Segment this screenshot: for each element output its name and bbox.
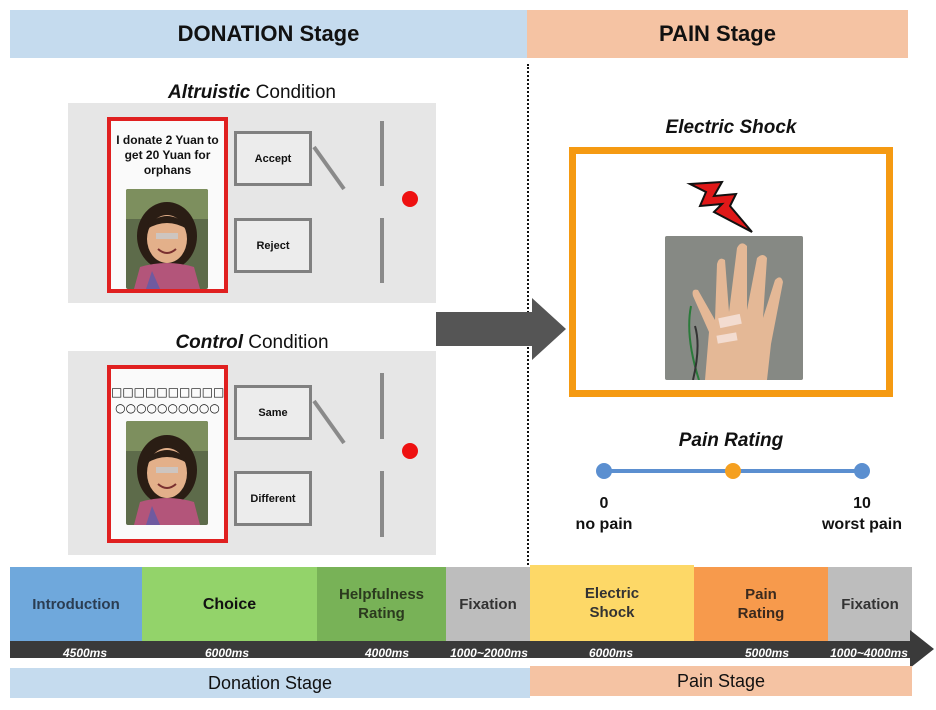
scale-right-text: worst pain <box>821 516 902 533</box>
scale-right-label: 10 worst pain <box>812 493 912 535</box>
segment-line-1: Electric <box>584 585 640 602</box>
duration-fixation-2: 1000~4000ms <box>830 646 908 660</box>
electric-shock-frame <box>569 147 893 397</box>
child-photo <box>126 421 208 525</box>
altruistic-condition-title: Altruistic Condition <box>68 82 436 104</box>
lightning-bolt-icon <box>686 180 753 233</box>
selection-diagonal-line <box>312 399 346 445</box>
segment-line-1: Pain <box>745 586 777 603</box>
scale-left-label: 0 no pain <box>566 493 642 535</box>
altruistic-card: I donate 2 Yuan to get 20 Yuan for orpha… <box>107 117 228 293</box>
fixation-dot <box>402 443 418 459</box>
donation-stage-footer: Donation Stage <box>10 668 530 698</box>
timeline-segment-fixation-1: Fixation <box>446 567 530 641</box>
circles-row: ○○○○○○○○○○ <box>115 401 220 415</box>
electric-shock-title: Electric Shock <box>665 117 797 138</box>
control-condition-title: Control Condition <box>68 332 436 354</box>
fixation-dot <box>402 191 418 207</box>
scale-left-text: no pain <box>575 516 633 533</box>
duration-pain-rating: 5000ms <box>744 646 790 660</box>
scale-end-left <box>596 463 612 479</box>
timeline-segment-fixation-2: Fixation <box>828 567 912 641</box>
duration-electric-shock: 6000ms <box>588 646 634 660</box>
scale-right-number: 10 <box>853 495 871 512</box>
accept-option: Accept <box>234 131 312 186</box>
feedback-bar-bottom <box>380 471 384 537</box>
timeline-segment-choice: Choice <box>142 567 317 641</box>
duration-fixation-1: 1000~2000ms <box>450 646 528 660</box>
feedback-bar-bottom <box>380 218 384 283</box>
segment-line-2: Shock <box>589 604 635 621</box>
altruistic-condition-emph: Altruistic <box>168 82 251 103</box>
control-condition-emph: Control <box>175 332 243 353</box>
squares-row: □□□□□□□□□□ <box>111 385 225 399</box>
scale-left-number: 0 <box>599 495 609 512</box>
same-option: Same <box>234 385 312 440</box>
altruistic-card-text: I donate 2 Yuan to get 20 Yuan for orpha… <box>116 133 219 177</box>
pain-rating-scale <box>596 463 870 479</box>
hand-photo <box>665 236 803 380</box>
pain-stage-footer: Pain Stage <box>530 666 912 696</box>
timeline-segment-introduction: Introduction <box>10 567 142 641</box>
control-condition-rest: Condition <box>242 332 329 353</box>
altruistic-panel: I donate 2 Yuan to get 20 Yuan for orpha… <box>68 103 436 303</box>
rating-marker[interactable] <box>725 463 741 479</box>
segment-line-1: Helpfulness <box>338 586 425 603</box>
pain-stage-header: PAIN Stage <box>527 10 908 58</box>
duration-choice: 6000ms <box>204 646 250 660</box>
altruistic-condition-rest: Condition <box>250 82 336 103</box>
feedback-bar-top <box>380 121 384 186</box>
reject-option: Reject <box>234 218 312 273</box>
feedback-bar-top <box>380 373 384 439</box>
control-panel: □□□□□□□□□□ ○○○○○○○○○○ Same Different <box>68 351 436 555</box>
control-card: □□□□□□□□□□ ○○○○○○○○○○ <box>107 365 228 543</box>
segment-line-2: Rating <box>358 605 405 622</box>
duration-introduction: 4500ms <box>62 646 108 660</box>
different-option: Different <box>234 471 312 526</box>
timeline-arrow-icon <box>10 630 934 668</box>
arrow-right-icon <box>436 298 566 360</box>
duration-helpfulness-rating: 4000ms <box>364 646 410 660</box>
pain-rating-title: Pain Rating <box>678 430 784 451</box>
segment-line-2: Rating <box>737 605 785 622</box>
child-photo <box>126 189 208 289</box>
donation-stage-header: DONATION Stage <box>10 10 527 58</box>
scale-end-right <box>854 463 870 479</box>
selection-diagonal-line <box>312 145 346 191</box>
